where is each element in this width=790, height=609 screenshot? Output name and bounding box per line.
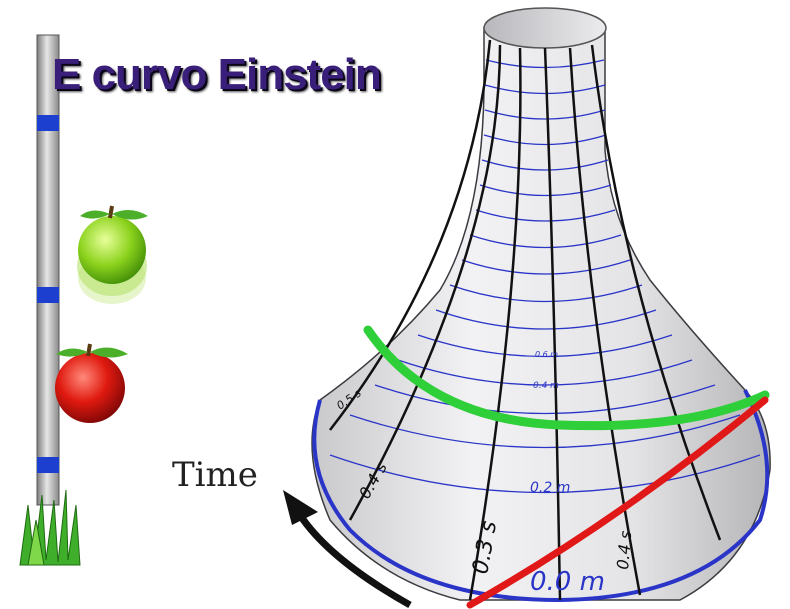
distance-label-1: 0.2 m (530, 480, 570, 496)
distance-label-0: 0.0 m (530, 567, 605, 597)
distance-label-2: 0.4 m (533, 381, 559, 391)
curved-arrow-icon (283, 490, 412, 609)
green-apple-icon (77, 205, 148, 304)
red-apple-icon (55, 343, 128, 423)
page-title: E curvo Einstein (52, 50, 382, 99)
time-axis-label: Time (172, 455, 258, 495)
grass-icon (19, 489, 81, 566)
distance-label-3: 0.6 m (535, 350, 558, 359)
spacetime-funnel (311, 7, 771, 609)
time-lines (329, 39, 722, 601)
time-label-3: 0.4 s (613, 530, 635, 570)
measuring-pole-icon (36, 34, 60, 506)
